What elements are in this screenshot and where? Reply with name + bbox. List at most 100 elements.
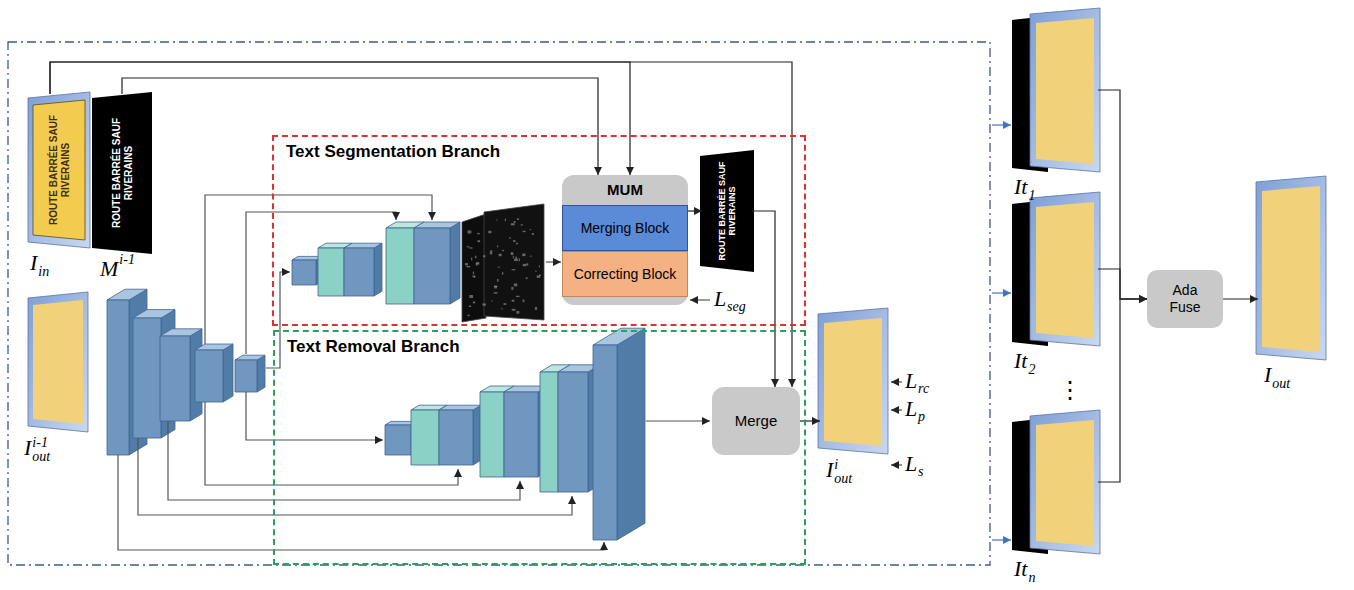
feature-map [484,204,544,320]
layer-block [386,228,414,304]
caption-scripts: 1 [1028,189,1035,203]
layer-block [344,243,382,248]
feature-speck [539,274,541,276]
feature-speck [475,256,476,259]
layer-block [414,222,460,228]
loss-symbol: L [905,370,917,392]
feature-speck [466,266,470,267]
layer-block [257,355,265,392]
arrow-line [205,402,458,485]
layer-block [318,248,344,296]
feature-speck [497,279,499,281]
feature-speck [503,303,506,305]
feature-speck [468,231,472,234]
caption-superscript: i-1 [119,253,135,267]
image-caption: Iin [30,252,49,274]
feature-speck [496,220,497,221]
loss-subscript: s [918,465,923,479]
feature-speck [514,283,517,286]
connector [1098,90,1147,299]
connector [800,420,820,421]
connector [752,211,775,387]
iteration-image: It2 [1032,194,1098,344]
arrow-line [246,392,383,440]
connector [1098,269,1147,299]
arrow-line [992,292,1011,293]
feature-speck [471,258,472,261]
loss-subscript: rc [918,382,929,396]
feature-speck [505,219,506,221]
image-caption: Mi-1 [100,258,135,280]
feature-speck [535,271,536,272]
caption-subscript: 1 [1028,189,1035,203]
image-caption: Itn [1014,558,1035,580]
caption-superscript: i-1 [32,436,50,450]
feature-speck [530,256,531,257]
arrow-line [891,381,902,382]
mask-shape [700,150,754,272]
output-image: Iouti-1 [30,294,86,430]
connector [1098,299,1147,482]
photo-frame [28,92,90,248]
arrow-line [168,421,520,500]
feature-speck [469,295,473,298]
box-label: Ada Fuse [1163,282,1207,316]
feature-speck [532,233,534,235]
feature-speck [491,301,492,302]
feature-speck [511,287,513,290]
connector [50,62,630,175]
feature-speck [497,245,498,247]
feature-speck [522,254,525,257]
layer-block [617,328,645,540]
feature-speck [517,218,519,220]
loss-subscript: seg [727,300,746,314]
connector [688,210,702,211]
feature-speck [523,231,526,232]
caption-subscript: out [834,472,852,486]
feature-speck [509,237,511,238]
loss-symbol: L [905,398,917,420]
feature-speck [488,231,491,233]
iteration-image: It1 [1032,10,1098,170]
feature-speck [535,307,537,310]
feature-speck [512,309,516,311]
feature-speck [511,252,514,255]
block-box: Merging Block [562,205,688,251]
connector [122,78,598,175]
mask-image: ROUTE BARRÉE SAUF RIVERAINSMi-1 [94,94,150,252]
module-title: MUM [562,181,688,198]
caption-symbol: I [1264,364,1271,386]
feature-speck [473,301,475,303]
layer-block [235,355,265,360]
photo-sign [1036,420,1094,546]
layer-block [558,372,588,492]
layer-block [411,410,439,465]
branch-region: Text Removal BranchMerge [273,330,806,565]
layer-block [195,350,223,402]
layer-block [235,360,257,392]
caption-superscript: i [834,458,852,472]
caption-symbol: It [1014,176,1027,198]
feature-speck [513,256,514,259]
photo-frame [1030,8,1100,172]
arrow-line [891,409,902,410]
caption-symbol: I [30,252,37,274]
photo-sign [1036,18,1094,164]
layer-block [593,345,617,540]
arrow-line [646,420,710,421]
feature-speck [483,255,485,257]
layer-block [504,392,538,477]
caption-scripts: outi [834,458,852,486]
ellipsis-dots: ⋮ [1058,378,1082,402]
sign-text: ROUTE BARRÉE SAUF RIVERAINS [717,158,738,264]
caption-subscript: out [32,450,50,464]
feature-speck [469,306,471,307]
feature-speck [467,246,469,247]
layer-block [223,344,233,402]
photo-frame [818,308,888,454]
feature-speck [516,296,520,297]
photo-sign [1036,202,1094,338]
feature-speck [523,264,527,266]
feature-speck [527,263,529,265]
